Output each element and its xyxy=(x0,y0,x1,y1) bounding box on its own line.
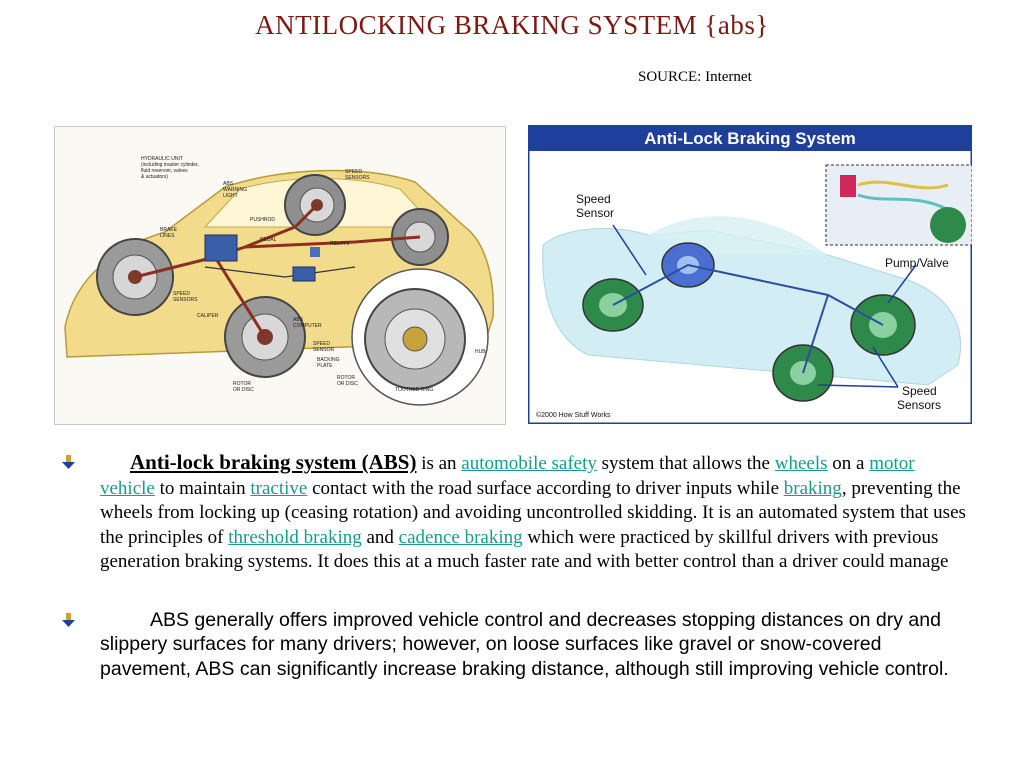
label-speed-sensors: Speed xyxy=(902,384,937,398)
label-speed-sensors-top: SPEED xyxy=(345,169,362,175)
image-credit: ©2000 How Stuff Works xyxy=(536,411,611,419)
hydraulic-unit xyxy=(204,234,238,262)
link-tractive[interactable]: tractive xyxy=(250,477,308,499)
label-relays: RELAYS xyxy=(330,241,350,247)
slide-title: ANTILOCKING BRAKING SYSTEM {abs} xyxy=(255,10,769,40)
label-rotor-detail: ROTOR xyxy=(337,375,355,381)
label-pump-valve: Pump/Valve xyxy=(885,256,949,270)
label-pushrod: PUSHROD xyxy=(250,217,275,223)
abs-3d-svg: Anti-Lock Braking System xyxy=(528,125,972,424)
abs-cutaway-svg: HYDRAULIC UNIT (including master cylinde… xyxy=(64,156,494,406)
abs-benefits-text: ABS generally offers improved vehicle co… xyxy=(100,608,949,680)
label-speed-sensor: Speed xyxy=(576,192,611,206)
label-backing-plate2: PLATE xyxy=(317,363,333,369)
arrow-bullet-icon xyxy=(62,612,75,627)
label-speed-sensor-detail: SPEED xyxy=(313,341,330,347)
link-braking[interactable]: braking xyxy=(783,477,842,499)
link-motor-vehicle[interactable]: motor vehicle xyxy=(100,453,915,499)
link-wheels[interactable]: wheels xyxy=(774,453,828,474)
label-abs-light2: WARNING xyxy=(223,187,247,193)
abs-lead-term: Anti-lock braking system (ABS) xyxy=(130,450,417,474)
label-speed-sensors2: Sensors xyxy=(897,398,941,412)
label-brake-lines2: LINES xyxy=(160,233,175,239)
label-speed-sensor2: Sensor xyxy=(576,206,614,220)
label-backing-plate: BACKING xyxy=(317,357,340,363)
abs-computer-box xyxy=(292,266,316,282)
label-speed-sensor-detail2: SENSOR xyxy=(313,347,335,353)
link-automobile-safety[interactable]: automobile safety xyxy=(461,453,597,474)
label-hydraulic-sub2: fluid reservoir, valves xyxy=(141,168,188,174)
bullet-abs-definition: Anti-lock braking system (ABS) is an aut… xyxy=(60,450,970,575)
label-rotor-detail2: OR DISC xyxy=(337,381,358,387)
label-pedal: PEDAL xyxy=(260,237,277,243)
label-hub: HUB xyxy=(475,349,486,355)
label-speed-sensors-left2: SENSORS xyxy=(173,297,198,303)
label-abs-computer2: COMPUTER xyxy=(293,323,322,329)
arrow-bullet-icon xyxy=(62,455,75,469)
abs-3d-illustration: Anti-Lock Braking System xyxy=(528,125,972,424)
banner-title: Anti-Lock Braking System xyxy=(644,129,856,148)
label-hydraulic-sub3: & actuators) xyxy=(141,174,168,180)
label-abs-light3: LIGHT xyxy=(223,193,238,199)
bullet-list: Anti-lock braking system (ABS) is an aut… xyxy=(60,450,970,681)
rotor-detail xyxy=(351,268,489,406)
link-cadence-braking[interactable]: cadence braking xyxy=(398,526,523,548)
label-rotor-left: ROTOR xyxy=(233,381,251,387)
label-caliper: CALIPER xyxy=(197,313,219,319)
label-hydraulic: HYDRAULIC UNIT xyxy=(141,156,183,162)
label-abs-computer: ABS xyxy=(293,317,304,323)
label-speed-sensors-left: SPEED xyxy=(173,291,190,297)
label-speed-sensors-top2: SENSORS xyxy=(345,175,370,181)
bullet-abs-benefits: ABS generally offers improved vehicle co… xyxy=(60,608,970,682)
link-threshold-braking[interactable]: threshold braking xyxy=(228,526,362,548)
label-hydraulic-sub1: (including master cylinder, xyxy=(141,162,199,168)
source-note: SOURCE: Internet xyxy=(638,69,752,85)
label-brake-lines: BRAKE xyxy=(160,227,178,233)
abs-cutaway-illustration: HYDRAULIC UNIT (including master cylinde… xyxy=(54,126,506,425)
label-rotor-left2: OR DISC xyxy=(233,387,254,393)
label-abs-light: ABS xyxy=(223,181,234,187)
label-toothed-ring: TOOTHED RING xyxy=(395,387,433,393)
banner-bar xyxy=(528,125,972,151)
